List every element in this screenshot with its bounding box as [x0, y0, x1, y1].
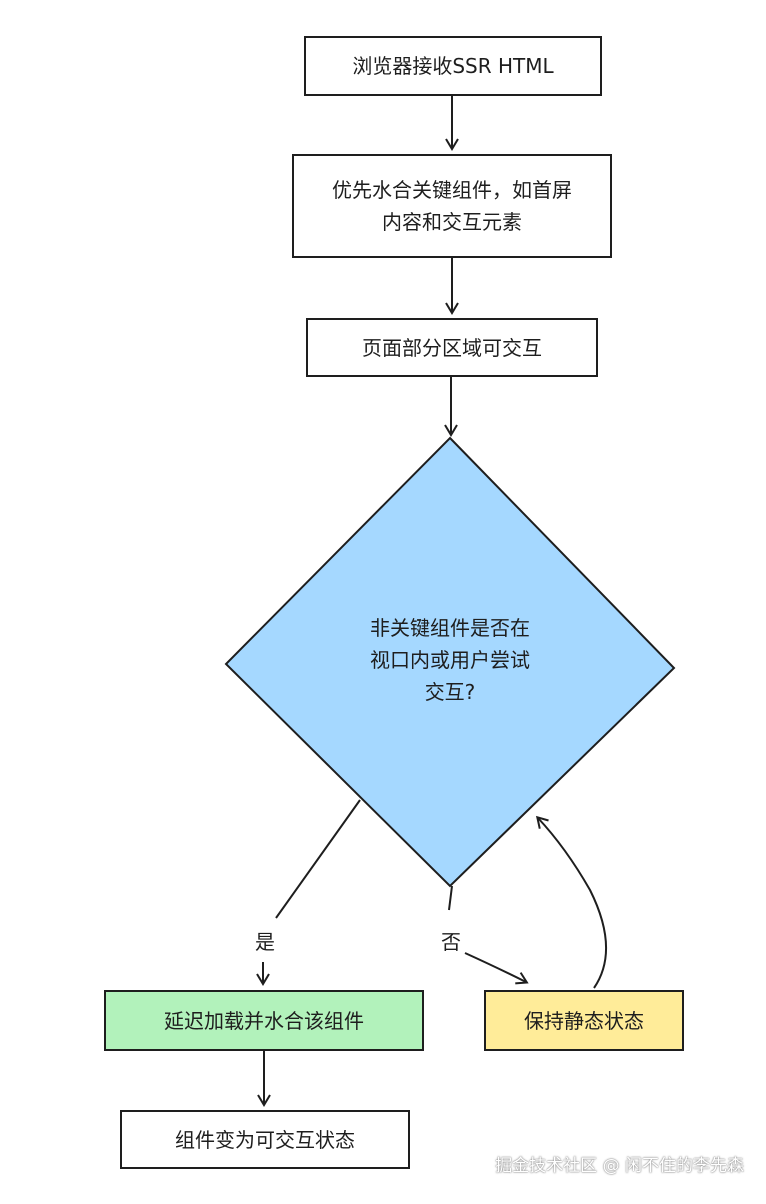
- arrow-no-to-stay: [448, 885, 526, 982]
- arrow-stay-loop-to-decision: [535, 815, 608, 989]
- decision-label-line1: 非关键组件是否在: [370, 616, 530, 640]
- decision-diamond: [224, 436, 676, 888]
- watermark: 掘金技术社区 @ 闲不住的李先森: [495, 1156, 744, 1176]
- node-priority-hydration: 优先水合关键组件，如首屏 内容和交互元素: [292, 154, 612, 258]
- node-partial-label: 页面部分区域可交互: [362, 335, 542, 360]
- edge-label-yes: 是: [255, 930, 275, 954]
- node-priority-label-line2: 内容和交互元素: [382, 210, 522, 234]
- node-stay-label: 保持静态状态: [524, 1008, 644, 1033]
- arrow-yes-to-lazy: [263, 799, 361, 983]
- node-component-interactive: 组件变为可交互状态: [120, 1110, 410, 1169]
- decision-label-line3: 交互?: [424, 680, 476, 704]
- node-partial-interactive: 页面部分区域可交互: [306, 318, 598, 377]
- decision-label-line2: 视口内或用户尝试: [370, 648, 530, 672]
- node-stay-static: 保持静态状态: [484, 990, 684, 1051]
- node-lazy-hydrate: 延迟加载并水合该组件: [104, 990, 424, 1051]
- node-receive-label: 浏览器接收SSR HTML: [352, 54, 554, 78]
- decision-label: 非关键组件是否在 视口内或用户尝试 交互?: [330, 612, 570, 708]
- node-done-label: 组件变为可交互状态: [175, 1127, 355, 1152]
- node-receive-ssr: 浏览器接收SSR HTML: [304, 36, 602, 96]
- node-lazy-label: 延迟加载并水合该组件: [164, 1008, 364, 1033]
- node-priority-label-line1: 优先水合关键组件，如首屏: [332, 178, 572, 202]
- edge-label-no: 否: [441, 930, 461, 954]
